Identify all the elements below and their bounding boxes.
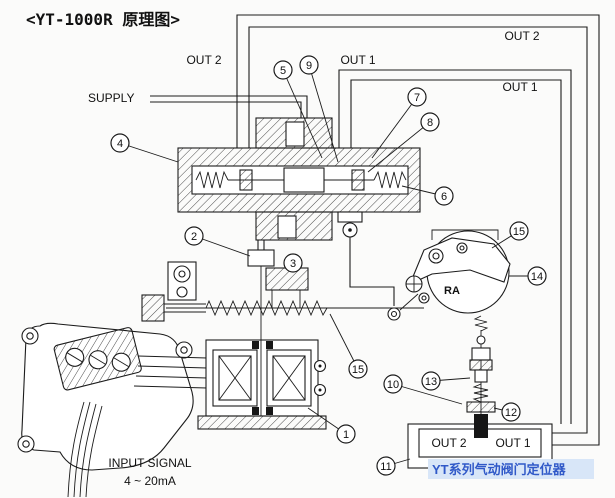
nozzle-flapper [247,249,309,308]
svg-text:13: 13 [425,376,437,388]
callout-8: 8 [367,112,440,173]
svg-text:5: 5 [280,65,286,77]
svg-text:7: 7 [414,92,420,104]
callout-2: 2 [184,226,251,257]
air-piping [150,14,600,446]
callout-14: 14 [509,266,547,286]
feedback-spring [205,299,330,317]
svg-text:3: 3 [290,258,296,270]
callout-15-top: 15 [491,221,529,249]
input-signal-label: INPUT SIGNAL [108,456,191,470]
callout-6: 6 [401,185,454,206]
page-title: <YT-1000R 原理图> [26,10,180,29]
svg-text:15: 15 [352,364,364,376]
callout-5: 5 [273,60,323,159]
callout-11: 11 [376,456,411,476]
supply-label: SUPPLY [88,91,134,105]
callout-9: 9 [299,55,339,163]
callout-10: 10 [383,374,463,405]
out2-loop-label: OUT 2 [504,29,539,43]
callout-12: 12 [493,402,521,422]
actuator-out1-label: OUT 1 [495,436,530,450]
svg-text:6: 6 [441,191,447,203]
svg-text:8: 8 [427,117,433,129]
pilot-valve-block [177,117,421,241]
torque-motor-housing [17,322,208,498]
feedback-rod [466,315,496,424]
watermark-text: YT系列气动阀门定位器 [432,462,567,477]
actuator-stem [474,414,488,438]
callout-15-bottom: 15 [329,313,368,379]
callout-1: 1 [307,407,356,444]
cam-assembly: RA [387,229,511,321]
watermark: YT系列气动阀门定位器 [428,459,594,479]
input-signal-range: 4 ~ 20mA [124,474,176,488]
svg-text:4: 4 [117,138,123,150]
cam-ra-label: RA [444,285,460,297]
svg-text:15: 15 [513,226,525,238]
actuator-box: OUT 2 OUT 1 [407,414,553,469]
coil-assembly [197,290,327,430]
callout-7: 7 [371,87,427,159]
callout-3: 3 [283,253,303,273]
svg-text:9: 9 [306,60,312,72]
actuator-out2-label: OUT 2 [431,436,466,450]
signal-cable [67,401,85,498]
svg-text:11: 11 [380,461,391,473]
svg-text:10: 10 [387,379,399,391]
zero-adjust-screw [141,261,206,322]
svg-text:12: 12 [505,407,517,419]
svg-text:14: 14 [531,271,543,283]
out1-loop-label: OUT 1 [502,80,537,94]
out2-riser-label: OUT 2 [186,53,221,67]
callout-13: 13 [421,371,471,391]
out1-riser-label: OUT 1 [340,53,375,67]
svg-text:1: 1 [343,429,349,441]
callout-4: 4 [110,133,179,163]
terminal-block [53,327,142,391]
svg-text:2: 2 [191,231,197,243]
feedback-beam [166,299,424,317]
